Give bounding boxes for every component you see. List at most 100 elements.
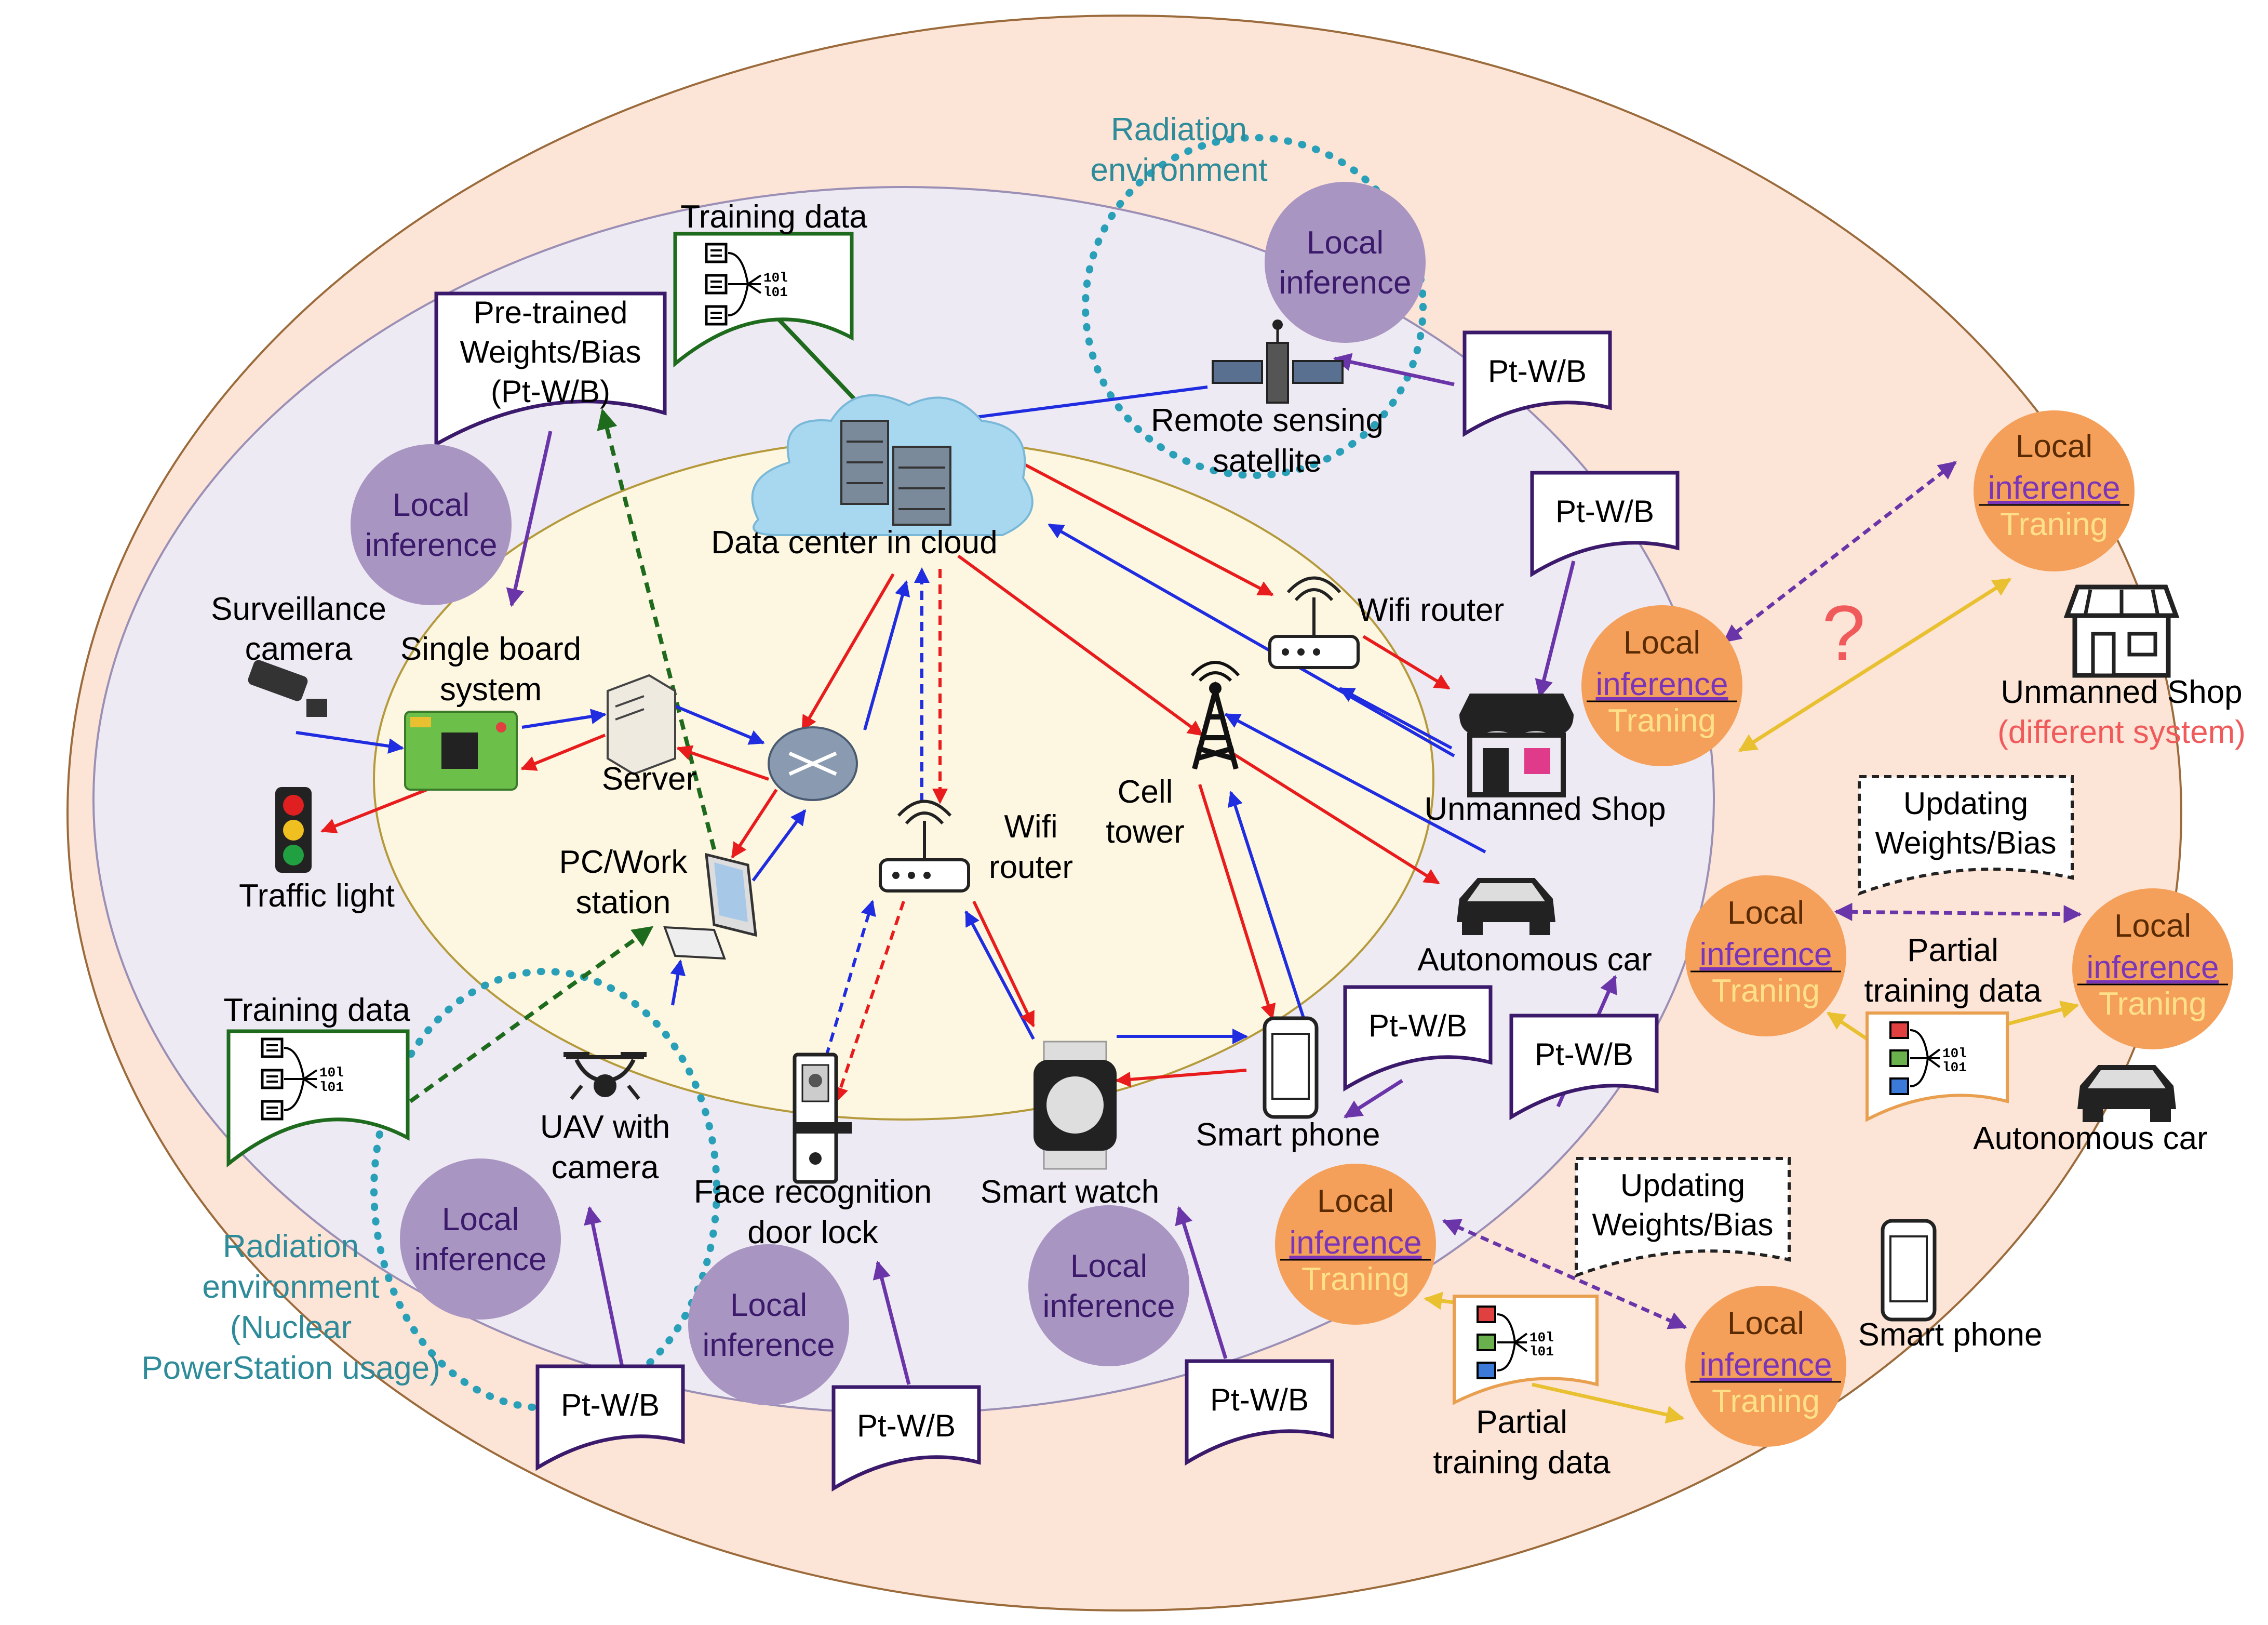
svg-text:inference: inference [1988, 470, 2120, 506]
uav-label-2: camera [552, 1150, 659, 1186]
svg-text:Pt-W/B: Pt-W/B [1368, 1008, 1467, 1043]
satellite-label-2: satellite [1213, 443, 1322, 479]
svg-text:inference: inference [414, 1242, 546, 1277]
smartphone-label: Smart phone [1196, 1117, 1380, 1153]
radiation-top-label-2: environment [1090, 152, 1267, 188]
svg-text:Pt-W/B: Pt-W/B [561, 1388, 660, 1422]
face-lock-label-1: Face recognition [694, 1174, 932, 1210]
pc-label-1: PC/Work [559, 844, 688, 880]
wifi-router-right-icon [1268, 576, 1360, 669]
local-inference-circle-sbs: Local inference [351, 444, 512, 605]
ptwb-doc-shop: Pt-W/B [1530, 471, 1680, 578]
svg-text:10l: 10l [1529, 1330, 1554, 1346]
svg-text:Local: Local [2016, 429, 2092, 464]
smartphone-icon [1263, 1016, 1319, 1119]
svg-text:Pt-W/B: Pt-W/B [1210, 1382, 1309, 1417]
updating-weights-doc-2: Updating Weights/Bias [1575, 1157, 1791, 1278]
unmanned-shop-far-label-1: Unmanned Shop [2001, 674, 2242, 710]
svg-text:inference: inference [1289, 1225, 1421, 1261]
surveillance-label-1: Surveillance [211, 591, 386, 627]
svg-text:inference: inference [365, 527, 497, 563]
local-inference-circle-satellite: Local inference [1265, 182, 1426, 343]
svg-text:Pt-W/B: Pt-W/B [857, 1408, 956, 1443]
face-lock-label-2: door lock [747, 1215, 879, 1250]
svg-text:inference: inference [1595, 667, 1728, 702]
satellite-label-1: Remote sensing [1151, 403, 1384, 438]
svg-text:inference: inference [1042, 1288, 1175, 1324]
svg-text:Updating: Updating [1903, 786, 2028, 821]
uav-camera-icon [563, 1052, 647, 1100]
partial-data-2-label-2: training data [1433, 1445, 1611, 1481]
pc-label-2: station [576, 885, 671, 921]
training-circle-bottom-right: Local inference Traning [1685, 1286, 1846, 1447]
svg-text:Updating: Updating [1620, 1168, 1745, 1203]
svg-text:Pt-W/B: Pt-W/B [1488, 354, 1587, 389]
radiation-zone-top [1082, 134, 1427, 479]
svg-text:inference: inference [2086, 950, 2219, 985]
cell-tower-icon [1190, 661, 1240, 770]
svg-text:Local: Local [1317, 1183, 1394, 1219]
svg-text:Local: Local [1623, 625, 1700, 661]
radiation-left-label-1: Radiation [223, 1229, 359, 1264]
training-circle-mid-right: Local inference Traning [2072, 888, 2233, 1049]
ptwb-doc-car: Pt-W/B [1509, 1014, 1659, 1121]
uav-label-1: UAV with [540, 1109, 670, 1145]
autonomous-car-far-label: Autonomous car [1973, 1121, 2207, 1156]
ptwb-doc-phone: Pt-W/B [1343, 985, 1493, 1092]
data-center-label: Data center in cloud [711, 525, 997, 561]
pretrained-weights-doc [434, 291, 667, 448]
svg-text:Traning: Traning [2000, 507, 2108, 542]
surveillance-label-2: camera [245, 631, 353, 667]
server-label: Server [602, 761, 697, 797]
wifi-router-center-icon [879, 800, 970, 893]
ptwb-doc-satellite: Pt-W/B [1462, 330, 1612, 437]
single-board-icon [404, 711, 518, 791]
svg-text:Local: Local [393, 487, 469, 523]
svg-text:inference: inference [702, 1327, 835, 1363]
unmanned-shop-label: Unmanned Shop [1424, 791, 1666, 827]
training-circle-mid-left: Local inference Traning [1685, 875, 1846, 1036]
local-inference-circle-uav: Local inference [400, 1158, 561, 1320]
unmanned-shop-far-label-2: (different system) [1997, 714, 2246, 750]
svg-text:Local: Local [1070, 1248, 1147, 1284]
training-data-top-label: Training data [680, 199, 867, 235]
arrows [296, 313, 2082, 1424]
radiation-left-label-3: (Nuclear [230, 1310, 352, 1346]
svg-text:l01: l01 [1529, 1344, 1554, 1360]
wifi-right-label: Wifi router [1358, 592, 1504, 628]
autonomous-car-icon [1457, 878, 1555, 935]
sbs-label-1: Single board [400, 631, 581, 667]
training-circle-far-shop: Local inference Traning [1974, 410, 2135, 571]
svg-text:l01: l01 [1942, 1060, 1967, 1075]
surveillance-camera-icon [248, 660, 327, 717]
traffic-light-label: Traffic light [239, 878, 395, 914]
satellite-icon [1212, 319, 1344, 404]
svg-text:Traning: Traning [1608, 703, 1716, 739]
svg-text:Local: Local [442, 1202, 519, 1237]
training-data-left-doc [226, 1029, 410, 1168]
svg-text:Weights/Bias: Weights/Bias [1875, 825, 2056, 860]
face-recognition-lock-icon [793, 1053, 852, 1184]
smartwatch-icon [1034, 1041, 1117, 1170]
svg-text:inference: inference [1699, 937, 1832, 973]
svg-text:10l: 10l [1942, 1046, 1967, 1061]
svg-text:Local: Local [1307, 225, 1384, 261]
svg-text:Local: Local [1727, 1306, 1804, 1341]
smartphone-far-label: Smart phone [1858, 1317, 2043, 1353]
partial-training-doc-2: 10l l01 [1453, 1295, 1599, 1405]
svg-text:inference: inference [1279, 265, 1411, 301]
wifi-center-label-2: router [989, 849, 1073, 885]
sbs-label-2: system [440, 672, 542, 708]
partial-data-2-label-1: Partial [1476, 1404, 1567, 1440]
svg-text:Traning: Traning [1712, 973, 1820, 1009]
ptwb-doc-doorlock: Pt-W/B [831, 1385, 981, 1492]
svg-text:Pt-W/B: Pt-W/B [1535, 1037, 1633, 1072]
svg-text:Pt-W/B: Pt-W/B [1555, 494, 1654, 529]
autonomous-car-far-icon [2077, 1065, 2176, 1122]
svg-text:Local: Local [1727, 895, 1804, 931]
unmanned-shop-icon [1459, 694, 1574, 797]
question-mark: ? [1822, 589, 1865, 676]
svg-text:Local: Local [2114, 908, 2191, 944]
pretrained-line-3: (Pt-W/B) [491, 374, 610, 409]
